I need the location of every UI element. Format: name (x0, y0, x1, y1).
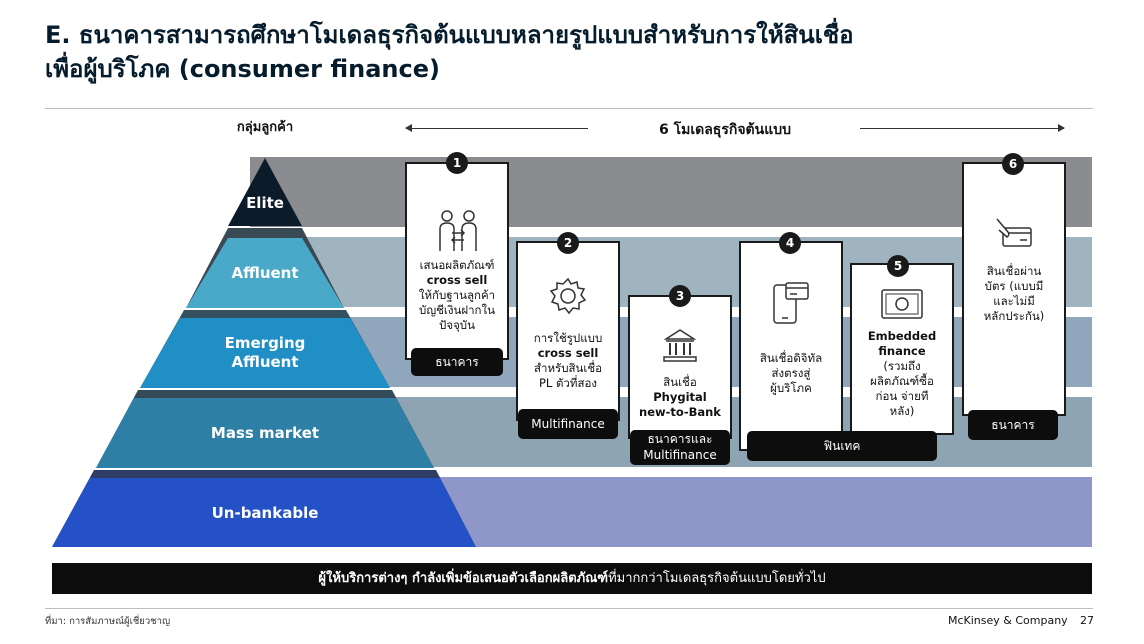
elite-tier-shape (228, 158, 302, 226)
brand-name: McKinsey & Company (948, 614, 1068, 627)
model-4-line-1: สินเชื่อดิจิทัล (759, 351, 823, 365)
page-number: 27 (1080, 614, 1094, 627)
model-3-line-1: สินเชื่อ (663, 375, 697, 389)
model-2-line-2: cross sell (537, 346, 599, 360)
tier-label-mass-market: Mass market (210, 424, 320, 442)
model-1-line-1: เสนอผลิตภัณฑ์ (419, 258, 495, 272)
model-card-6: สินเชื่อผ่าน บัตร (แบบมี และไม่มี หลักปร… (962, 162, 1066, 416)
model-card-5: Embedded finance (รวมถึง ผลิตภัณฑ์ซื้อ ก… (850, 263, 954, 435)
gear-icon (549, 277, 587, 315)
model-5-line-1: Embedded (867, 329, 937, 343)
fintech-provider-tag: ฟินเทค (747, 431, 937, 461)
model-4-line-2: ส่งตรงสู่ (771, 366, 811, 380)
model-3-provider-tag: ธนาคารและ Multifinance (630, 430, 730, 465)
model-6-text: สินเชื่อผ่าน บัตร (แบบมี และไม่มี หลักปร… (967, 264, 1061, 324)
model-card-3: สินเชื่อ Phygital new-to-Bank (628, 295, 732, 439)
tier-label-elite: Elite (246, 194, 284, 212)
model-5-line-2: finance (878, 344, 926, 358)
tier-label-emerging-affluent: Emerging Affluent (165, 334, 365, 372)
model-card-1: เสนอผลิตภัณฑ์ cross sell ให้กับฐานลูกค้า… (405, 162, 509, 360)
source-note: ที่มา: การสัมภาษณ์ผู้เชี่ยวชาญ (45, 616, 171, 627)
mass-market-tier-shape (96, 398, 434, 468)
model-2-text: การใช้รูปแบบ cross sell สำหรับสินเชื่อ P… (521, 331, 615, 391)
model-4-text: สินเชื่อดิจิทัล ส่งตรงสู่ ผู้บริโภค (744, 351, 838, 396)
model-2-line-4: PL ตัวที่สอง (538, 376, 598, 390)
model-3-tag-line-2: Multifinance (643, 448, 717, 462)
affluent-tier-shape (186, 238, 344, 308)
bank-building-icon (663, 329, 697, 362)
emerging-affluent-tier-shape (140, 318, 390, 388)
summary-bold-text: ผู้ให้บริการต่างๆ กำลังเพิ่มข้อเสนอตัวเล… (318, 571, 609, 586)
model-5-text: Embedded finance (รวมถึง ผลิตภัณฑ์ซื้อ ก… (855, 329, 949, 419)
model-number-2: 2 (557, 232, 579, 254)
title-divider (45, 108, 1093, 109)
model-1-provider-tag: ธนาคาร (411, 348, 503, 376)
model-6-line-2: บัตร (แบบมี (984, 279, 1044, 293)
model-1-line-2: cross sell (426, 273, 488, 287)
model-4-line-3: ผู้บริโภค (770, 381, 812, 395)
elite-band (250, 157, 1092, 227)
cash-icon (881, 289, 923, 319)
tier-label-emerging: Emerging (224, 334, 306, 352)
model-6-line-1: สินเชื่อผ่าน (986, 264, 1042, 278)
card-hand-icon (996, 218, 1032, 247)
model-5-line-3: (รวมถึง (883, 359, 921, 373)
unbankable-tier-shape (52, 478, 476, 547)
model-5-line-4: ผลิตภัณฑ์ซื้อ (870, 374, 934, 388)
model-1-line-4: บัญชีเงินฝากใน (419, 303, 495, 317)
footer-divider (45, 608, 1093, 609)
model-card-2: การใช้รูปแบบ cross sell สำหรับสินเชื่อ P… (516, 241, 620, 421)
model-5-line-6: หลัง) (889, 404, 915, 418)
title-line-2: เพื่อผู้บริโภค (consumer finance) (45, 55, 440, 83)
left-arrow-icon (405, 124, 588, 132)
tier-label-unbankable: Un-bankable (211, 504, 319, 522)
model-2-line-3: สำหรับสินเชื่อ (533, 361, 603, 375)
model-card-4: สินเชื่อดิจิทัล ส่งตรงสู่ ผู้บริโภค (739, 241, 843, 451)
model-6-provider-tag: ธนาคาร (968, 410, 1058, 440)
summary-rest-text: ที่มากกว่าโมเดลธุรกิจต้นแบบโดยทั่วไป (608, 571, 826, 586)
model-3-line-3: new-to-Bank (639, 405, 721, 419)
model-number-3: 3 (669, 285, 691, 307)
model-2-line-1: การใช้รูปแบบ (533, 331, 603, 345)
customer-segment-header: กลุ่มลูกค้า (236, 120, 294, 135)
title-line-1: E. ธนาคารสามารถศึกษาโมเดลธุรกิจต้นแบบหลา… (45, 21, 854, 49)
model-1-text: เสนอผลิตภัณฑ์ cross sell ให้กับฐานลูกค้า… (410, 258, 504, 333)
model-5-line-5: ก่อน จ่ายที (875, 389, 929, 403)
model-3-text: สินเชื่อ Phygital new-to-Bank (633, 375, 727, 420)
model-number-5: 5 (887, 255, 909, 277)
mobile-card-icon (773, 282, 809, 324)
model-3-tag-line-1: ธนาคารและ (647, 432, 713, 446)
model-number-4: 4 (779, 232, 801, 254)
model-2-provider-tag: Multifinance (518, 409, 618, 439)
summary-bar: ผู้ให้บริการต่างๆ กำลังเพิ่มข้อเสนอตัวเล… (52, 563, 1092, 594)
people-exchange-icon (439, 210, 477, 251)
model-1-line-5: ปัจจุบัน (439, 318, 475, 332)
slide-title: E. ธนาคารสามารถศึกษาโมเดลธุรกิจต้นแบบหลา… (45, 18, 1105, 86)
tier-label-affluent: Affluent (231, 264, 299, 282)
model-3-line-2: Phygital (653, 390, 707, 404)
tier-label-affluent-2: Affluent (231, 353, 299, 371)
model-number-6: 6 (1002, 153, 1024, 175)
right-arrow-icon (860, 124, 1065, 132)
model-number-1: 1 (446, 152, 468, 174)
model-6-line-4: หลักประกัน) (983, 309, 1045, 323)
model-1-line-3: ให้กับฐานลูกค้า (418, 288, 496, 302)
models-header: 6 โมเดลธุรกิจต้นแบบ (658, 122, 792, 138)
model-6-line-3: และไม่มี (993, 294, 1035, 308)
